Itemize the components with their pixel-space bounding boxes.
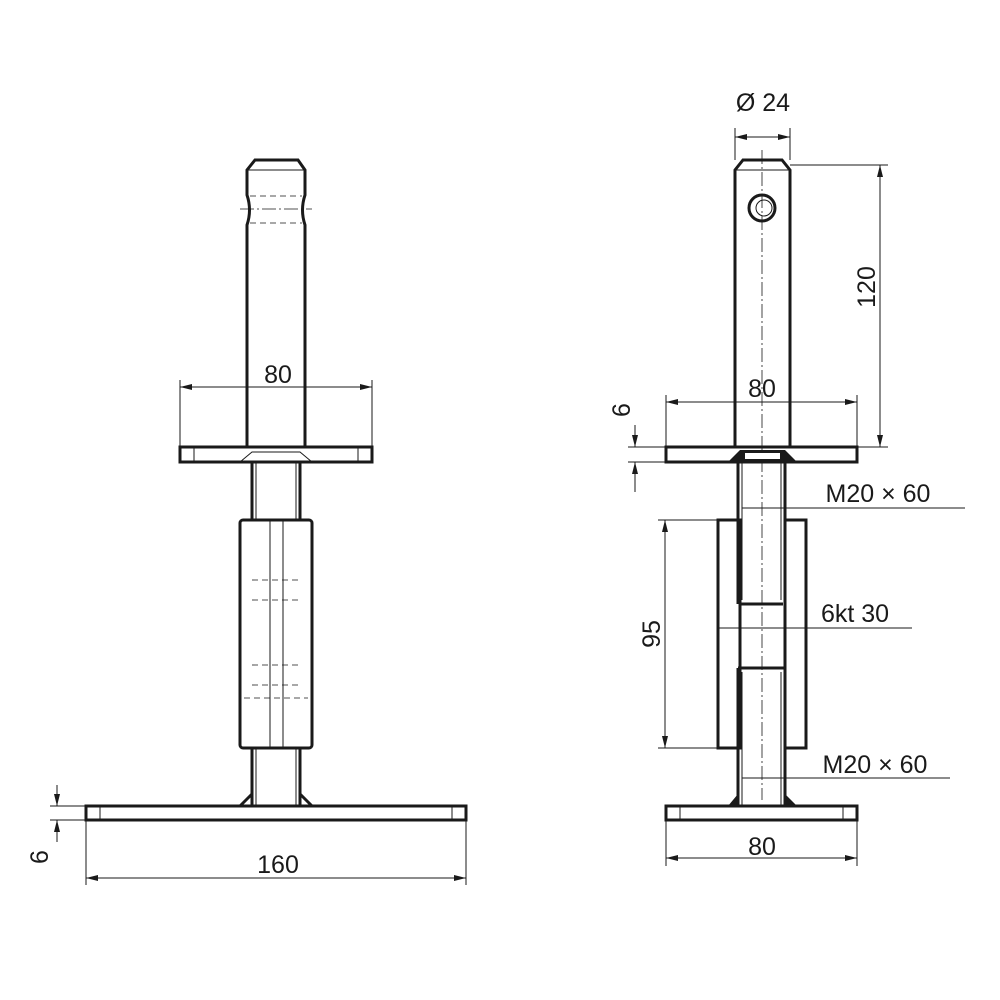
pin <box>240 158 312 447</box>
label-lower-thread: M20 × 60 <box>823 751 928 779</box>
top-plate-section <box>664 445 859 464</box>
base-plate-side <box>664 804 859 822</box>
dim-top-plate-width: 80 <box>264 361 292 389</box>
dimension-6-right: 6 <box>608 403 666 492</box>
dimension-95: 95 <box>638 519 718 749</box>
coupling-nut-section <box>716 518 808 750</box>
base-plate <box>84 804 468 822</box>
right-view: Ø 24 120 80 6 M20 × 60 6kt 30 <box>608 89 965 866</box>
dimension-diameter-24: Ø 24 <box>734 89 791 160</box>
dimension-6-left: 6 <box>26 785 86 864</box>
callout-hex: 6kt 30 <box>790 600 912 629</box>
dim-base-plate-width-right: 80 <box>748 833 776 861</box>
dim-top-plate-width-right: 80 <box>748 375 776 403</box>
dim-pin-length: 120 <box>853 266 881 308</box>
dimension-80-right-top: 80 <box>665 375 858 447</box>
dimension-160: 160 <box>85 820 467 885</box>
threaded-rod <box>238 460 314 808</box>
left-view: 80 160 6 <box>26 158 468 885</box>
dim-top-plate-thickness: 6 <box>608 403 636 417</box>
pin-side <box>733 150 792 800</box>
dim-base-plate-thickness: 6 <box>26 850 54 864</box>
threaded-rod-section <box>728 462 797 806</box>
dimension-120: 120 <box>790 164 888 448</box>
label-upper-thread: M20 × 60 <box>826 480 931 508</box>
callout-upper-thread: M20 × 60 <box>742 480 965 509</box>
label-hex: 6kt 30 <box>821 600 889 628</box>
dim-base-plate-width: 160 <box>257 851 299 879</box>
dim-pin-diameter: Ø 24 <box>736 89 790 117</box>
dim-nut-length: 95 <box>638 620 666 648</box>
top-plate <box>178 445 374 464</box>
hex-coupling-nut <box>238 518 314 750</box>
callout-lower-thread: M20 × 60 <box>742 751 950 779</box>
dimension-80-right-bottom: 80 <box>665 820 858 866</box>
dimension-80-left: 80 <box>179 361 373 447</box>
